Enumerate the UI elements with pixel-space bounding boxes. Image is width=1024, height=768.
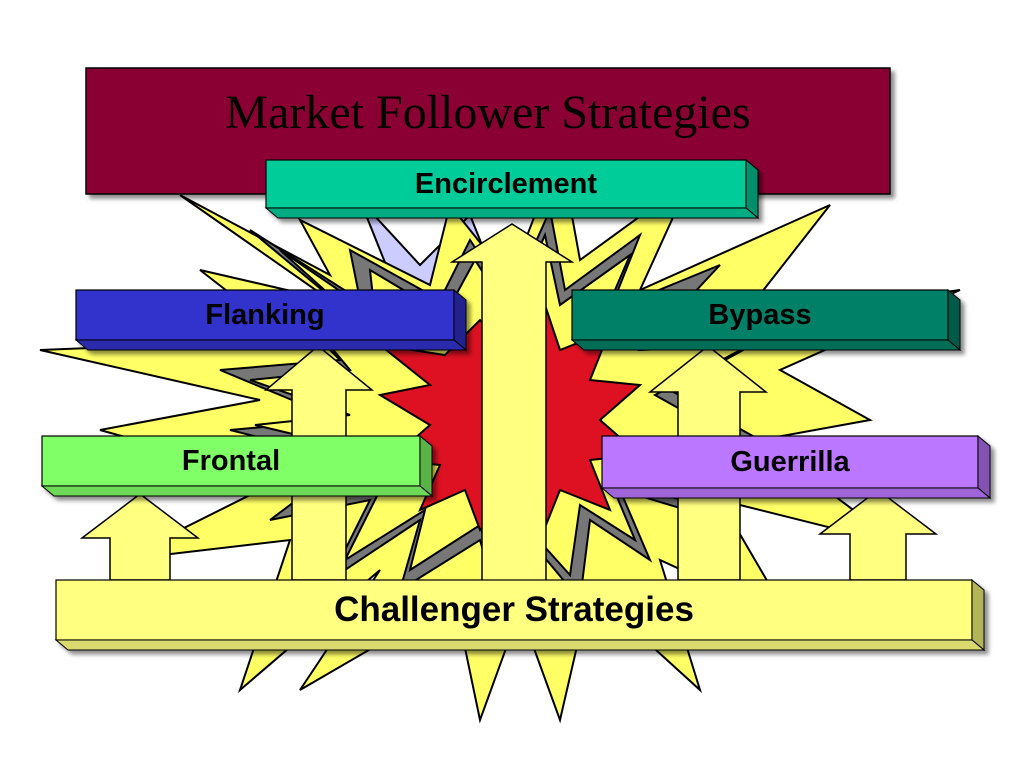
bar-bypass [570, 288, 962, 352]
bar-frontal [40, 434, 434, 498]
label-bypass: Bypass [708, 298, 812, 331]
label-challenger-strategies: Challenger Strategies [334, 590, 694, 629]
bar-challenger [54, 578, 986, 652]
diagram-title: Market Follower Strategies [225, 85, 751, 139]
bar-guerrilla [600, 434, 992, 500]
arrow-frontal [79, 493, 201, 581]
label-encirclement: Encirclement [414, 167, 598, 200]
label-frontal: Frontal [181, 444, 281, 477]
arrow-encirclement [449, 223, 575, 583]
bar-encirclement [264, 158, 760, 220]
bar-flanking [74, 288, 468, 352]
label-guerrilla: Guerrilla [730, 445, 850, 478]
label-flanking: Flanking [205, 298, 325, 331]
